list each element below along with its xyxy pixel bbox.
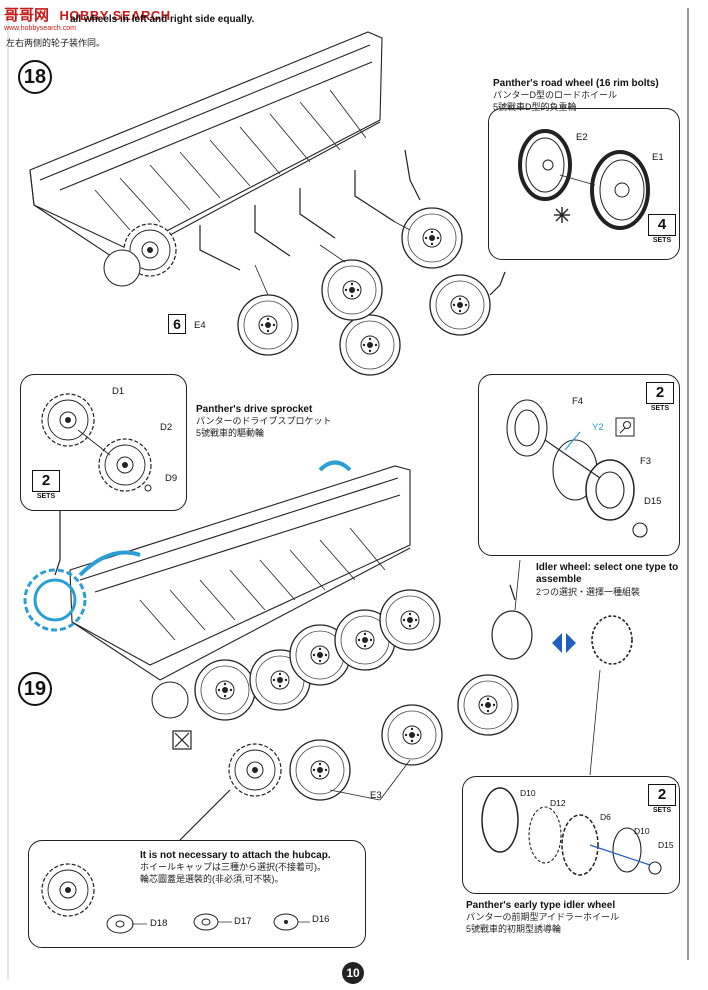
step18-wheel-2 bbox=[339, 314, 401, 376]
road-wheel-callout bbox=[488, 108, 680, 260]
step19-wheel-e bbox=[379, 589, 441, 651]
step19-sprocket-bottom bbox=[228, 743, 282, 797]
early-idler-cn: 5號戰車的初期型誘導輪 bbox=[466, 924, 562, 934]
road-wheel-cn: 5號戰車D型的負重輪 bbox=[493, 102, 577, 112]
idler-select-title-2: assemble bbox=[536, 574, 582, 585]
early-idler-sets: 2 SETS bbox=[648, 784, 676, 814]
page-number-text: 10 bbox=[346, 966, 360, 980]
step19-highlight-sprocket bbox=[23, 460, 352, 632]
hubcap-detail bbox=[41, 863, 310, 934]
step19-torsion-bars bbox=[139, 527, 386, 641]
idler-detail bbox=[506, 399, 648, 538]
part-label: D17 bbox=[234, 916, 252, 927]
hubcap-callout bbox=[28, 840, 366, 948]
step18-swing-arms bbox=[199, 149, 421, 271]
part-label: E4 bbox=[194, 320, 206, 331]
watermark: 哥哥网 HOBBY SEARCH www.hobbysearch.com bbox=[4, 4, 171, 32]
sets-count: 2 bbox=[32, 470, 60, 492]
sets-count: 2 bbox=[646, 382, 674, 404]
step19-wheel-h bbox=[457, 674, 519, 736]
sprocket-callout bbox=[20, 374, 187, 511]
part-label: D12 bbox=[550, 798, 566, 808]
header-line-2: 左右两侧的轮子装作同。 bbox=[6, 38, 106, 48]
part-label: D15 bbox=[644, 496, 662, 507]
step-number-19: 19 bbox=[18, 672, 52, 706]
sprocket-jp: パンターのドライブスプロケット bbox=[196, 416, 332, 426]
part-label: D10 bbox=[634, 826, 650, 836]
step19-hull bbox=[69, 465, 411, 681]
step19-wheel-a bbox=[194, 659, 256, 721]
part-label: F3 bbox=[640, 456, 652, 467]
idler-callout bbox=[478, 374, 680, 556]
sprocket-title: Panther's drive sprocket bbox=[196, 404, 313, 415]
step18-wheel-4 bbox=[429, 274, 491, 336]
early-idler-callout bbox=[462, 776, 680, 894]
watermark-url: www.hobbysearch.com bbox=[4, 25, 76, 32]
part-label: D9 bbox=[165, 473, 178, 484]
part-label: F4 bbox=[572, 396, 584, 407]
step19-wheel-f bbox=[289, 739, 351, 801]
step18-torsion-bars bbox=[94, 89, 367, 231]
early-idler-title: Panther's early type idler wheel bbox=[466, 900, 616, 911]
idler-sets: 2 SETS bbox=[646, 382, 674, 412]
step-number-18: 18 bbox=[18, 60, 52, 94]
early-idler-jp: パンターの前期型アイドラーホイール bbox=[466, 912, 620, 922]
part-label: E1 bbox=[652, 152, 664, 163]
part-label: D10 bbox=[520, 788, 536, 798]
part-label: D18 bbox=[150, 918, 168, 929]
sets-count: 2 bbox=[648, 784, 676, 806]
step18-hull bbox=[29, 31, 383, 286]
page-number: 10 bbox=[342, 962, 364, 984]
part-label: E3 bbox=[370, 790, 382, 801]
sets-label: SETS bbox=[652, 237, 672, 244]
hubcap-title: It is not necessary to attach the hubcap… bbox=[140, 850, 331, 861]
part-label: D2 bbox=[160, 422, 173, 433]
idler-select-cn: 2つの選択・選擇一種組裝 bbox=[536, 587, 641, 597]
watermark-logo: 哥哥网 bbox=[4, 7, 50, 24]
sprocket-cn: 5號戰車的驅動輪 bbox=[196, 428, 265, 438]
sets-label: SETS bbox=[36, 493, 56, 500]
hubcap-jp: ホイールキャップは三種から選択(不接着可)。 bbox=[140, 862, 326, 872]
sprocket-sets: 2 SETS bbox=[32, 470, 60, 500]
step18-wheel-1 bbox=[237, 294, 299, 356]
road-wheel-jp: パンターD型のロードホイール bbox=[493, 90, 617, 100]
early-idler-detail bbox=[481, 787, 662, 876]
sets-count: 4 bbox=[648, 214, 676, 236]
part-label: D6 bbox=[600, 812, 611, 822]
select-arrow-icon bbox=[552, 633, 576, 653]
part-label: D16 bbox=[312, 914, 330, 925]
step18-wheel-5 bbox=[401, 207, 463, 269]
part-label: E2 bbox=[576, 132, 588, 143]
step19-wheel-g bbox=[381, 704, 443, 766]
sprocket-detail bbox=[41, 393, 152, 492]
road-wheel-title: Panther's road wheel (16 rim bolts) bbox=[493, 78, 659, 89]
sets-count: 6 bbox=[173, 316, 181, 332]
part-label: Y2 bbox=[592, 422, 604, 433]
part-label: D15 bbox=[658, 840, 674, 850]
road-wheel-detail bbox=[518, 129, 650, 230]
step18-wheel-3 bbox=[321, 259, 383, 321]
step18-sets-box: 6 bbox=[168, 314, 186, 334]
sets-label: SETS bbox=[650, 405, 670, 412]
idler-select-title-1: Idler wheel: select one type to bbox=[536, 562, 679, 573]
sets-label: SETS bbox=[652, 807, 672, 814]
part-label: D1 bbox=[112, 386, 125, 397]
header-line-1: all wheels in left and right side equall… bbox=[70, 14, 255, 25]
hubcap-cn: 輪芯圖蓋是選裝的(非必須,可不裝)。 bbox=[140, 874, 284, 884]
road-wheel-sets: 4 SETS bbox=[648, 214, 676, 244]
watermark-search: HOBBY SEARCH bbox=[59, 8, 171, 23]
